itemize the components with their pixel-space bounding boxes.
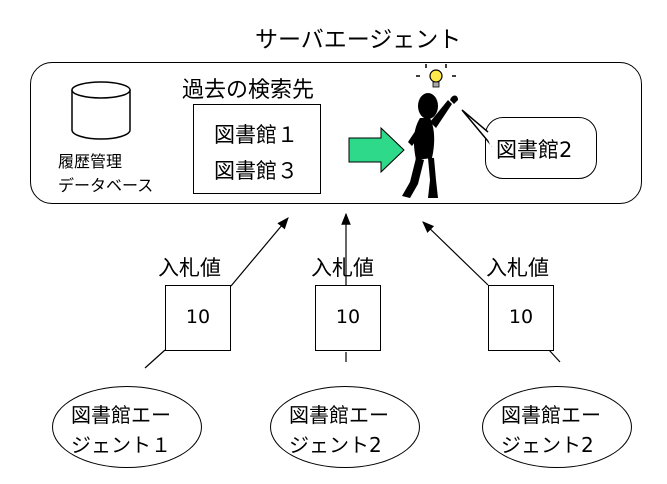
database-label-line2: データベース — [58, 176, 154, 195]
library-agent-label-line2: ジェント2 — [289, 433, 382, 457]
library-agent-label-line1: 図書館エー — [289, 403, 389, 427]
bid-label: 入札値 — [311, 256, 374, 280]
bid-value: 10 — [185, 306, 211, 328]
library-agent-1: 図書館エー ジェント１ — [52, 386, 202, 468]
history-list-box: 図書館１ 図書館３ — [193, 104, 321, 194]
server-agent-container — [30, 62, 642, 204]
bid-label: 入札値 — [158, 256, 221, 280]
bid-value: 10 — [335, 306, 361, 328]
library-agent-label-line2: ジェント１ — [71, 433, 171, 457]
library-agent-2: 図書館エー ジェント2 — [270, 386, 420, 468]
server-agent-title: サーバエージェント — [255, 27, 462, 53]
library-agent-label-line1: 図書館エー — [71, 403, 171, 427]
lightbulb-icon — [416, 64, 456, 88]
speech-bubble-text: 図書館2 — [496, 138, 573, 162]
library-agent-3: 図書館エー ジェント2 — [482, 386, 632, 468]
bid-value-box: 10 — [165, 285, 231, 351]
bid-value: 10 — [508, 306, 534, 328]
database-icon — [71, 81, 131, 140]
library-agent-label-line1: 図書館エー — [501, 403, 601, 427]
speech-bubble: 図書館2 — [485, 117, 597, 179]
library-agent-label-line2: ジェント2 — [501, 433, 594, 457]
person-icon — [402, 93, 458, 198]
history-item: 図書館３ — [214, 159, 298, 183]
database-label-line1: 履歴管理 — [58, 152, 123, 171]
bid-value-box: 10 — [315, 285, 381, 351]
right-arrow-icon — [348, 126, 405, 174]
speech-bubble-tail — [461, 109, 494, 147]
history-item: 図書館１ — [214, 123, 298, 147]
history-title: 過去の検索先 — [182, 78, 315, 103]
bid-label: 入札値 — [486, 256, 549, 280]
bid-value-box: 10 — [488, 285, 554, 351]
